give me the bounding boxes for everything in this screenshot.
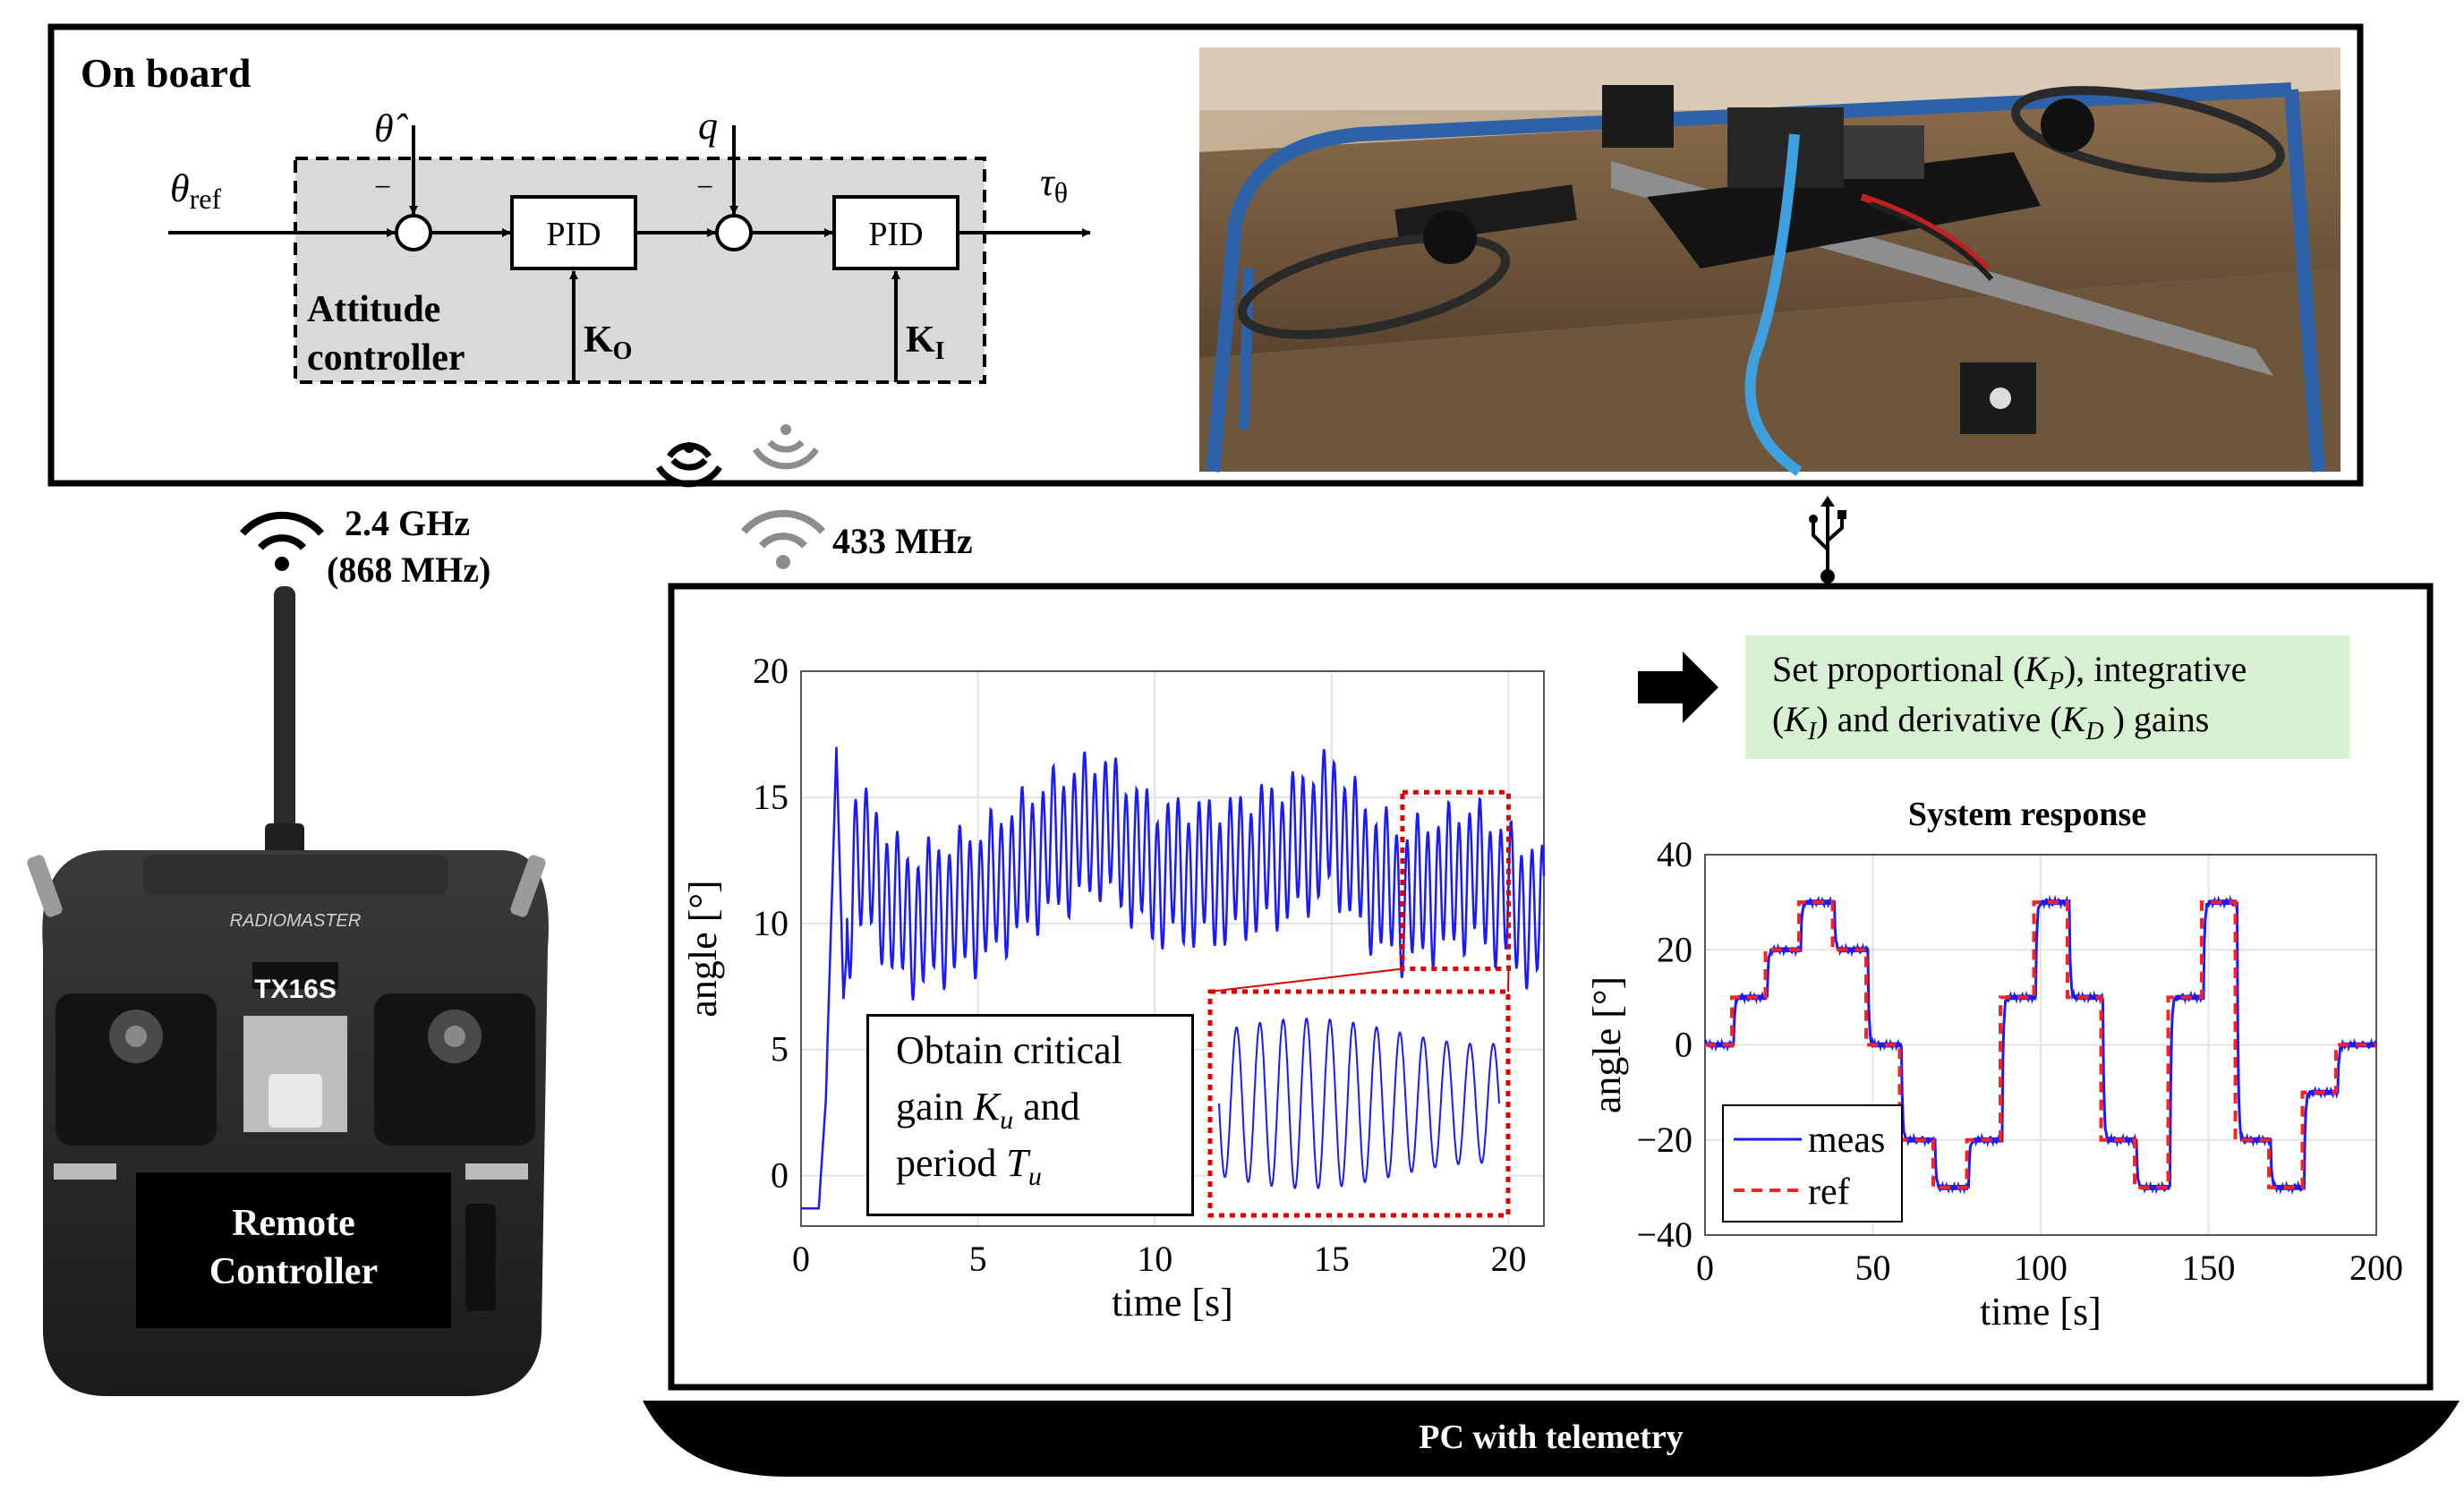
gains-note-line-1: Set proportional (KP), integrative bbox=[1772, 649, 2247, 695]
y-tick-label: 20 bbox=[753, 651, 789, 691]
minus-sign-2: − bbox=[696, 171, 713, 204]
x-tick-label: 50 bbox=[1855, 1248, 1891, 1288]
pc-label: PC with telemetry bbox=[1419, 1419, 1683, 1456]
gains-note-box: Set proportional (KP), integrative (KI) … bbox=[1745, 635, 2349, 759]
onboard-title: On board bbox=[81, 50, 252, 96]
critical-gain-note-box: Obtain critical gain Ku and period Tu bbox=[866, 1014, 1194, 1216]
pc-frame bbox=[668, 583, 2434, 1391]
tau-theta-label: τθ bbox=[1040, 160, 1068, 209]
theta-hat-label: θ̂ bbox=[374, 106, 409, 150]
inset-series-line bbox=[1218, 1018, 1500, 1189]
remote-controller bbox=[27, 586, 549, 1396]
x-tick-label: 200 bbox=[2349, 1248, 2403, 1288]
y-axis-label: angle [°] bbox=[681, 880, 725, 1017]
pid-1-label: PID bbox=[546, 216, 601, 253]
sum-junction-2 bbox=[715, 214, 753, 251]
right-arrow-icon bbox=[1638, 652, 1718, 723]
x-axis-label: time [s] bbox=[1980, 1290, 2102, 1333]
remote-brand-label: RADIOMASTER bbox=[230, 911, 362, 931]
wifi-telemetry-icon bbox=[740, 509, 826, 569]
wifi-grey-icon bbox=[753, 424, 819, 470]
onboard-frame bbox=[47, 23, 2364, 487]
legend-box bbox=[1722, 1104, 1903, 1223]
q-label: q bbox=[698, 104, 718, 148]
x-tick-label: 15 bbox=[1314, 1239, 1350, 1279]
rc-freq-label-2: (868 MHz) bbox=[327, 550, 490, 590]
chart-system-response: 0 50 100 150 200 −40 −20 0 20 40 time [s] angle [°]… bbox=[1585, 834, 2403, 1333]
series-line bbox=[801, 746, 1546, 1210]
x-axis-label: time [s] bbox=[1112, 1281, 1233, 1325]
y-tick-label: 0 bbox=[1675, 1025, 1692, 1065]
pid-block-2 bbox=[832, 195, 959, 270]
test-rig-photo bbox=[1199, 47, 2340, 476]
minus-sign-1: − bbox=[374, 171, 391, 204]
y-tick-label: −40 bbox=[1636, 1214, 1692, 1255]
inset-connector bbox=[1209, 967, 1403, 993]
zoom-region bbox=[1400, 789, 1511, 972]
sum-junction-1 bbox=[395, 214, 432, 251]
legend-label-meas: meas bbox=[1808, 1120, 1885, 1161]
wifi-black-icon bbox=[656, 442, 722, 488]
x-tick-label: 0 bbox=[792, 1239, 810, 1279]
inset-box bbox=[1207, 989, 1511, 1218]
telemetry-freq-label: 433 MHz bbox=[832, 521, 973, 561]
remote-screen-text: Remote Controller bbox=[136, 1199, 451, 1296]
y-tick-label: 15 bbox=[753, 777, 789, 817]
ki-label: KI bbox=[906, 320, 945, 365]
usb-icon bbox=[1809, 496, 1846, 584]
wifi-rc-icon bbox=[239, 511, 325, 571]
critical-gain-line-3: period Tu bbox=[896, 1141, 1042, 1191]
y-tick-label: 10 bbox=[753, 903, 789, 943]
y-tick-label: −20 bbox=[1636, 1120, 1692, 1160]
rc-freq-label-1: 2.4 GHz bbox=[345, 503, 470, 543]
x-tick-label: 100 bbox=[2014, 1248, 2068, 1288]
x-tick-label: 10 bbox=[1137, 1239, 1172, 1279]
y-tick-label: 20 bbox=[1657, 929, 1692, 969]
chart-critical-gain: 0 5 10 15 20 0 5 10 15 20 time [s] angle [°] bbox=[681, 651, 1546, 1325]
remote-screen-line-2: Controller bbox=[209, 1251, 379, 1292]
x-tick-label: 5 bbox=[969, 1239, 987, 1279]
gains-note-line-2: (KI) and derivative (KD ) gains bbox=[1772, 699, 2210, 746]
remote-model-label: TX16S bbox=[254, 975, 337, 1004]
y-tick-label: 5 bbox=[771, 1029, 789, 1069]
y-tick-label: 0 bbox=[771, 1155, 789, 1196]
legend-label-ref: ref bbox=[1808, 1172, 1850, 1213]
critical-gain-line-2: gain Ku and bbox=[896, 1085, 1080, 1135]
y-axis-label: angle [°] bbox=[1585, 976, 1629, 1113]
x-tick-label: 20 bbox=[1490, 1239, 1526, 1279]
theta-ref-label: θref bbox=[170, 166, 221, 215]
pid-2-label: PID bbox=[868, 216, 923, 253]
x-tick-label: 0 bbox=[1696, 1248, 1714, 1288]
series-ref-line bbox=[1705, 900, 2376, 1189]
plot-border bbox=[800, 670, 1545, 1227]
attitude-label-2: controller bbox=[307, 337, 465, 379]
y-tick-label: 40 bbox=[1657, 834, 1692, 874]
pc-base bbox=[643, 1401, 2460, 1477]
ko-label: KO bbox=[584, 320, 632, 365]
remote-screen-line-1: Remote bbox=[232, 1203, 355, 1244]
critical-gain-line-1: Obtain critical bbox=[896, 1028, 1122, 1072]
chart2-title: System response bbox=[1908, 796, 2146, 833]
x-tick-label: 150 bbox=[2182, 1248, 2236, 1288]
attitude-label-1: Attitude bbox=[307, 289, 440, 330]
